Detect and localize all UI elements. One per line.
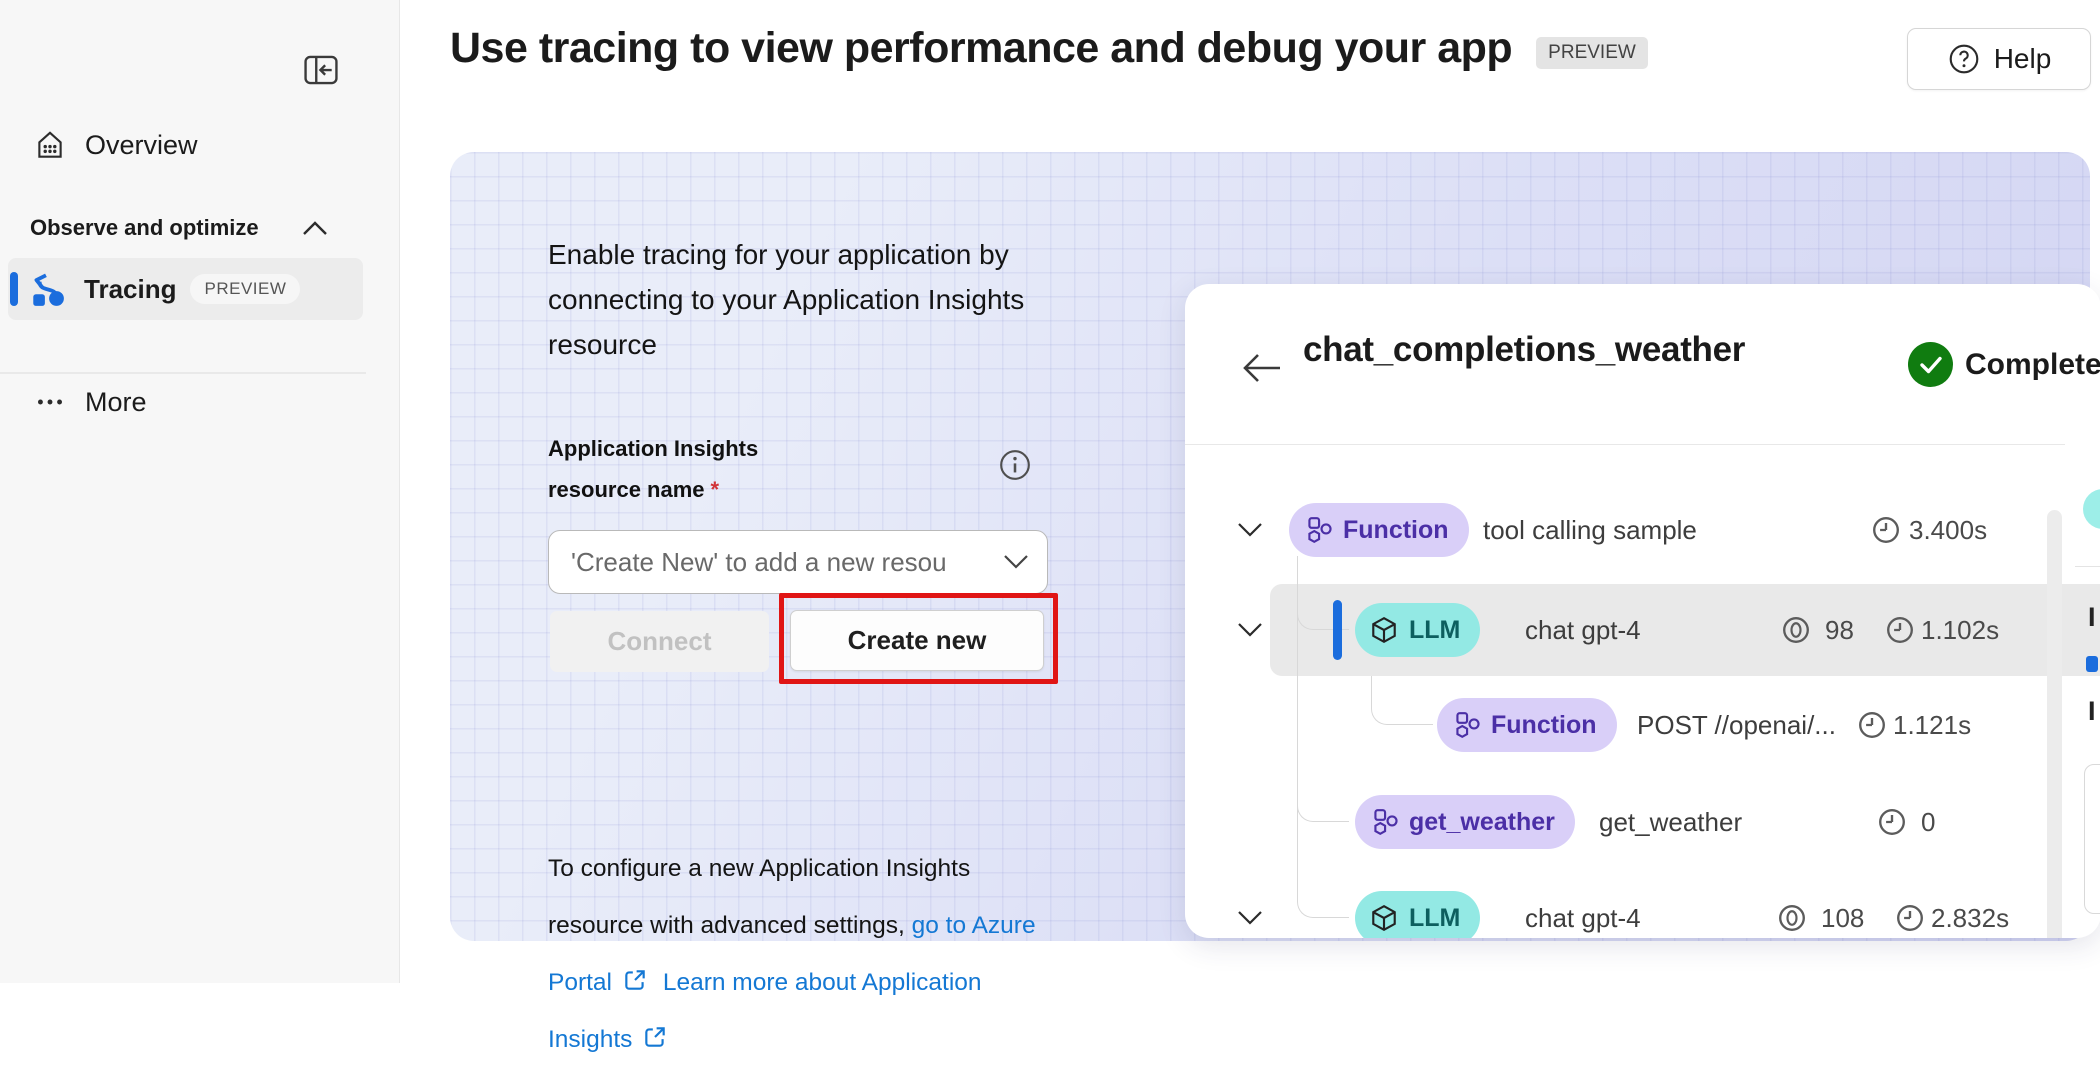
- clock-icon: [1877, 807, 1907, 837]
- sidebar-section-observe[interactable]: Observe and optimize: [30, 215, 370, 241]
- span-duration: 1.102s: [1921, 615, 2000, 645]
- llm-cube-icon: [1372, 616, 1396, 644]
- tokens-icon: [1781, 615, 1811, 645]
- preview-badge: PREVIEW: [1536, 36, 1648, 69]
- section-label: Observe and optimize: [30, 215, 259, 240]
- preview-badge: PREVIEW: [190, 274, 301, 304]
- back-arrow-icon[interactable]: [1240, 348, 1284, 388]
- chevron-up-icon: [302, 220, 328, 236]
- tree-connector: [1297, 556, 1349, 918]
- page-header: Use tracing to view performance and debu…: [450, 24, 1648, 73]
- external-link-icon: [642, 1024, 668, 1050]
- llm-cube-icon: [1372, 904, 1396, 932]
- tracing-icon: [28, 270, 66, 308]
- sidebar-item-tracing[interactable]: Tracing PREVIEW: [8, 258, 363, 320]
- info-icon[interactable]: [998, 448, 1032, 482]
- span-name: get_weather: [1599, 807, 1743, 837]
- span-name: POST //openai/...: [1637, 710, 1836, 740]
- card-divider: [1185, 444, 2065, 445]
- details-panel-fragment-text: I: [2088, 602, 2096, 632]
- chevron-down-icon[interactable]: [1237, 910, 1263, 926]
- span-type-badge[interactable]: LLM: [1355, 891, 1481, 938]
- clock-icon: [1885, 615, 1915, 645]
- status-badge: Completed: [1965, 348, 2100, 381]
- collapse-sidebar-icon[interactable]: [302, 51, 340, 89]
- clock-icon: [1895, 903, 1925, 933]
- panel-intro-text: Enable tracing for your application by c…: [548, 239, 1025, 360]
- connect-button[interactable]: Connect: [550, 611, 769, 672]
- ellipsis-icon: [33, 385, 67, 419]
- resource-name-dropdown[interactable]: 'Create New' to add a new resou: [548, 530, 1048, 594]
- clock-icon: [1871, 515, 1901, 545]
- sidebar-item-label: Tracing: [84, 273, 177, 304]
- span-tokens: 98: [1825, 615, 1854, 645]
- span-type-badge[interactable]: LLM: [1355, 603, 1481, 657]
- status-check-icon: [1908, 342, 1953, 387]
- sidebar-item-label: Overview: [85, 129, 198, 160]
- sidebar-item-overview[interactable]: Overview: [33, 128, 198, 162]
- dropdown-value: 'Create New' to add a new resou: [571, 546, 947, 577]
- footnote-text: To configure a new Application Insights …: [548, 855, 1036, 1053]
- clock-icon: [1857, 710, 1887, 740]
- chevron-down-icon[interactable]: [1237, 622, 1263, 638]
- red-annotation-box: [779, 593, 1058, 684]
- help-label: Help: [1993, 43, 2052, 74]
- span-duration: 2.832s: [1931, 903, 2010, 933]
- create-new-button[interactable]: Create new: [790, 610, 1044, 671]
- chevron-down-icon: [1003, 554, 1029, 570]
- sidebar-item-more[interactable]: More: [33, 385, 147, 419]
- sidebar: Overview Observe and optimize Tracing PR…: [0, 0, 400, 983]
- external-link-icon: [622, 967, 648, 993]
- help-button[interactable]: Help: [1907, 28, 2091, 90]
- span-duration: 1.121s: [1893, 710, 1972, 740]
- chevron-down-icon[interactable]: [1237, 522, 1263, 538]
- details-panel-fragment-bullet: [2086, 656, 2098, 672]
- span-type-badge[interactable]: get_weather: [1355, 795, 1575, 849]
- trace-title: chat_completions_weather: [1303, 330, 1746, 369]
- details-panel-fragment-box: [2084, 764, 2100, 914]
- sidebar-item-label: More: [85, 386, 147, 417]
- vertical-scrollbar[interactable]: [2047, 510, 2062, 938]
- function-icon: [1456, 712, 1480, 739]
- span-name: chat gpt-4: [1525, 903, 1641, 933]
- tokens-icon: [1777, 903, 1807, 933]
- span-type-badge[interactable]: Function: [1437, 698, 1617, 752]
- span-type-badge[interactable]: Function: [1289, 503, 1469, 557]
- selected-row-indicator: [1333, 600, 1342, 660]
- home-icon: [33, 128, 67, 162]
- details-panel-fragment-divider: [2075, 566, 2100, 567]
- function-icon: [1308, 517, 1332, 544]
- span-name: chat gpt-4: [1525, 615, 1641, 645]
- span-name: tool calling sample: [1483, 515, 1697, 545]
- field-label: Application Insights resource name*: [548, 436, 759, 502]
- tree-connector: [1371, 676, 1433, 725]
- page-title: Use tracing to view performance and debu…: [450, 24, 1513, 72]
- details-panel-fragment-text: I: [2088, 696, 2096, 726]
- span-tokens: 108: [1821, 903, 1865, 933]
- function-icon: [1374, 809, 1398, 836]
- active-indicator: [10, 272, 18, 306]
- required-marker: *: [710, 477, 720, 502]
- learn-more-link[interactable]: Learn more about Application Insights: [548, 969, 982, 1053]
- trace-detail-card: chat_completions_weather Completed Funct…: [1185, 284, 2100, 938]
- details-panel-fragment-badge: [2083, 489, 2100, 529]
- span-duration: 0: [1921, 807, 1936, 837]
- sidebar-divider: [0, 372, 366, 374]
- help-icon: [1947, 42, 1981, 76]
- span-duration: 3.400s: [1909, 515, 1988, 545]
